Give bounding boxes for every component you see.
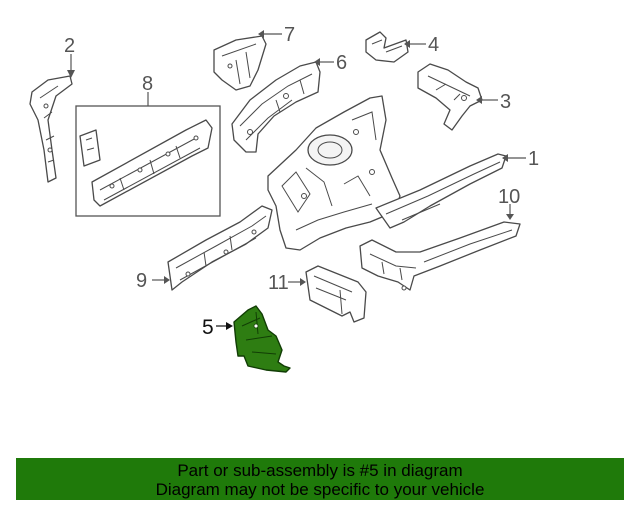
- banner-line-2: Diagram may not be specific to your vehi…: [155, 480, 485, 499]
- callout-10: 10: [498, 186, 520, 208]
- callout-11: 11: [268, 272, 289, 294]
- callout-5: 5: [202, 316, 214, 339]
- part-6[interactable]: [231, 61, 321, 153]
- part-7[interactable]: [213, 35, 267, 91]
- info-banner: Part or sub-assembly is #5 in diagram Di…: [16, 458, 624, 500]
- part-9[interactable]: [167, 205, 273, 291]
- part-10[interactable]: [359, 221, 521, 291]
- part-1[interactable]: [375, 153, 507, 229]
- callout-6: 6: [336, 52, 347, 74]
- part-3[interactable]: [417, 63, 483, 131]
- callout-2: 2: [64, 35, 75, 57]
- callout-9: 9: [136, 270, 147, 292]
- part-main-assembly: [267, 95, 401, 251]
- parts-diagram: 2 8 7 4 3: [29, 24, 539, 373]
- part-8[interactable]: [79, 119, 213, 207]
- banner-line-1: Part or sub-assembly is #5 in diagram: [177, 461, 463, 480]
- part-2[interactable]: [29, 75, 73, 183]
- callout-8: 8: [142, 73, 153, 95]
- part-4[interactable]: [365, 31, 409, 63]
- part-11[interactable]: [305, 265, 367, 323]
- callout-3: 3: [500, 91, 511, 113]
- part-5-highlighted[interactable]: [233, 305, 291, 373]
- callout-1: 1: [528, 148, 539, 170]
- callout-4: 4: [428, 34, 439, 56]
- callout-7: 7: [284, 24, 295, 46]
